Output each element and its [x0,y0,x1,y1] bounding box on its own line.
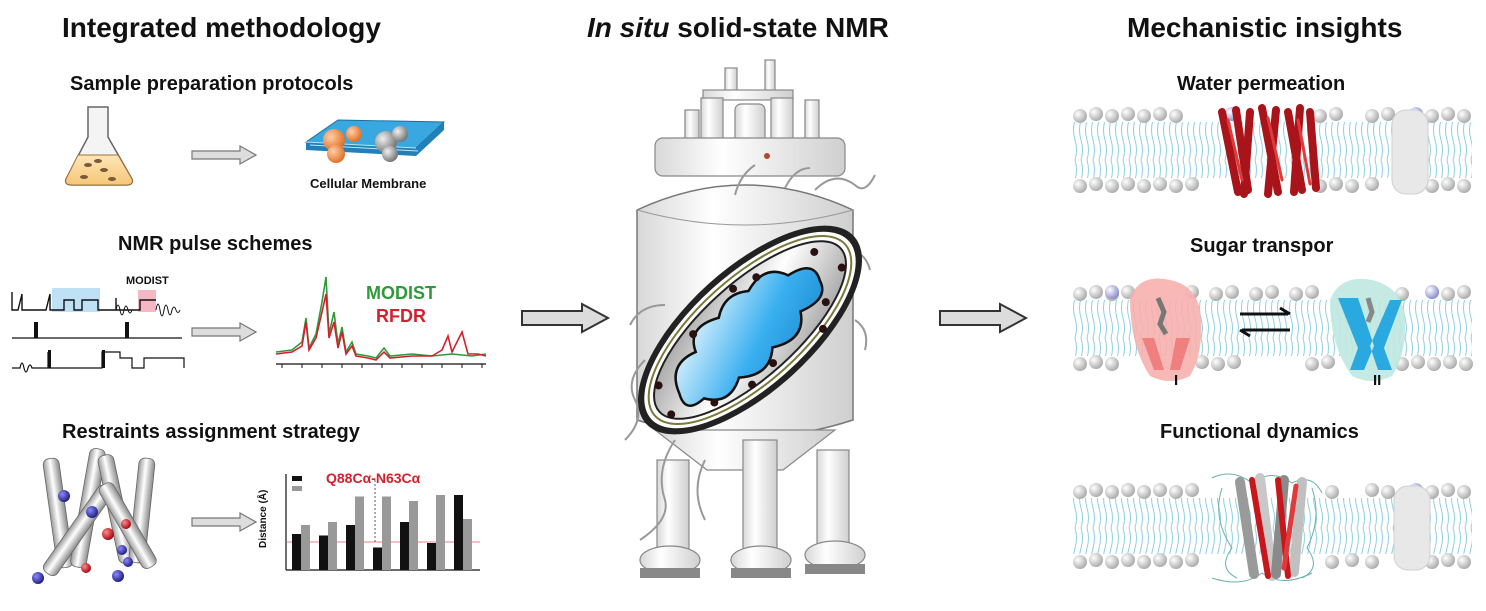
dynamics-helices [1235,473,1307,581]
legend-modist: MODIST [366,283,436,303]
distance-bar-chart [285,474,480,571]
state-label-2: II [1373,372,1382,389]
membrane-functional-dynamics [1072,473,1472,583]
functional-dynamics-title: Functional dynamics [1160,421,1359,443]
nmr-magnet-illustration [624,59,876,578]
transporter-state-2 [1330,278,1406,381]
bar-s1-4 [409,501,418,570]
pulse-scheme-diagram [11,288,185,373]
aquaporin-helices [1218,104,1320,198]
nmr-spectrum [275,276,487,368]
arrow-sample-prep [191,144,258,166]
arrow-pulse [191,321,258,343]
sugar-transport-title: Sugar transpor [1190,235,1334,257]
cellular-membrane-illustration [304,119,446,163]
cellular-membrane-label: Cellular Membrane [310,176,427,191]
pulse-schemes-title: NMR pulse schemes [118,233,313,255]
bar-s0-6 [454,495,463,570]
restraints-title: Restraints assignment strategy [62,421,360,443]
bar-s1-0 [301,525,310,570]
bar-s0-1 [319,535,328,570]
bar-s0-4 [400,522,409,570]
bar-s0-3 [373,547,382,570]
transporter-state-1 [1130,278,1202,381]
left-column-title: Integrated methodology [62,12,381,43]
bar-s0-0 [292,534,301,570]
bar-chart-ylabel: Distance (Å) [258,489,269,548]
membrane-water-permeation [1072,104,1472,198]
bar-s0-2 [346,525,355,570]
water-permeation-title: Water permeation [1177,73,1346,95]
legend-swatch-black [292,476,302,481]
sample-prep-title: Sample preparation protocols [70,73,354,95]
helix-bundle-structure [32,448,157,584]
legend-rfdr: RFDR [376,306,426,326]
center-title-italic: In situ [587,12,670,43]
center-title-rest: solid-state NMR [669,12,889,43]
dynamics-loops [1211,473,1323,583]
arrow-restraints [191,511,258,533]
equilibrium-arrows [1239,306,1291,338]
bar-s1-5 [436,495,445,570]
state-label-1: I [1174,372,1179,389]
bar-s1-2 [355,496,364,570]
center-column-title: In situ solid-state NMR [587,12,889,44]
arrow-to-nmr [521,302,611,334]
right-column-title: Mechanistic insights [1127,12,1403,43]
modist-pulse-label: MODIST [126,275,169,287]
bar-s1-6 [463,519,472,570]
bar-s1-3 [382,496,391,570]
membrane-sugar-transport [1072,278,1473,381]
bar-s0-5 [427,543,436,570]
bar-chart-annotation: Q88Cα-N63Cα [326,470,421,486]
arrow-to-insights [939,302,1029,334]
bar-s1-1 [328,522,337,570]
flask-illustration [64,106,134,186]
legend-swatch-grey [292,486,302,491]
